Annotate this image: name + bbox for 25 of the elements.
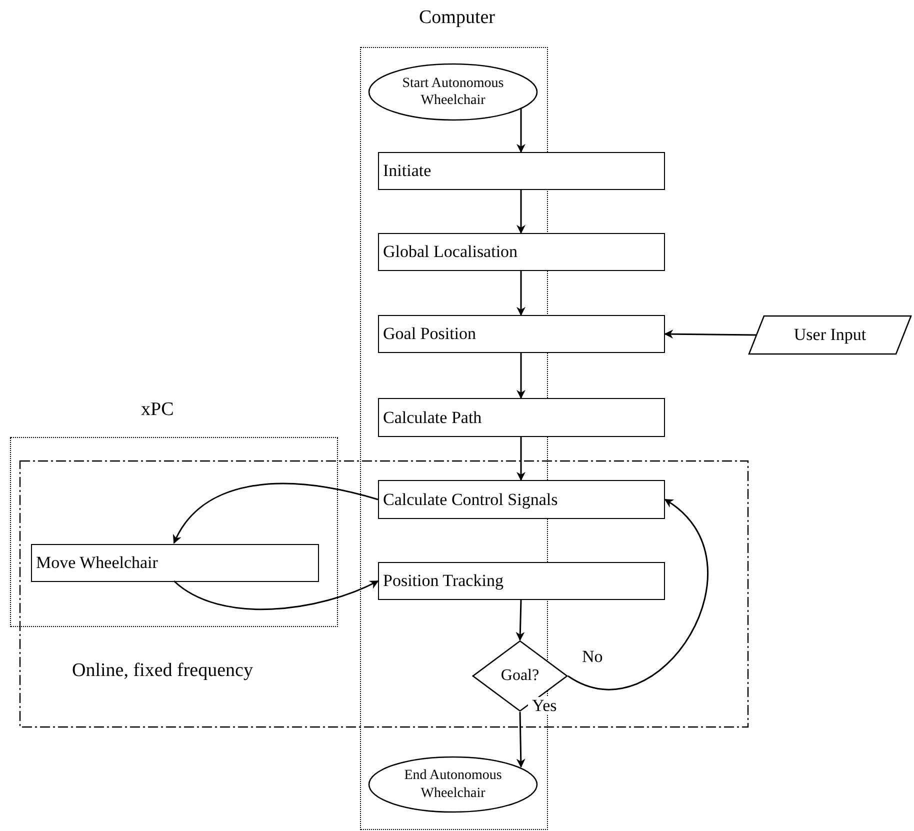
arrow bbox=[516, 190, 526, 234]
process-box: Position Tracking bbox=[378, 562, 665, 600]
arrow bbox=[664, 330, 756, 339]
arrow bbox=[516, 353, 526, 399]
dash-dot-frame bbox=[20, 461, 748, 727]
process-box: Global Localisation bbox=[378, 233, 665, 271]
process-box: Calculate Path bbox=[378, 398, 665, 437]
arrow bbox=[516, 600, 525, 641]
frame-label: Computer bbox=[419, 8, 495, 27]
arrow bbox=[516, 271, 526, 316]
arrow bbox=[568, 498, 708, 690]
process-box: Initiate bbox=[378, 152, 665, 190]
process-box: Goal Position bbox=[378, 315, 665, 353]
process-box: Calculate Control Signals bbox=[378, 480, 665, 519]
frame-label: Online, fixed frequency bbox=[72, 661, 253, 680]
arrow bbox=[174, 580, 379, 610]
frame-label: xPC bbox=[141, 400, 174, 419]
process-box: Move Wheelchair bbox=[31, 544, 319, 582]
arrow bbox=[173, 482, 378, 544]
input-parallelogram: User Input bbox=[748, 315, 912, 355]
arrow bbox=[516, 437, 526, 481]
terminal-ellipse: End Autonomous Wheelchair bbox=[368, 756, 538, 813]
arrow bbox=[516, 712, 526, 768]
terminal-ellipse: Start Autonomous Wheelchair bbox=[368, 63, 538, 121]
arrow bbox=[516, 108, 526, 153]
